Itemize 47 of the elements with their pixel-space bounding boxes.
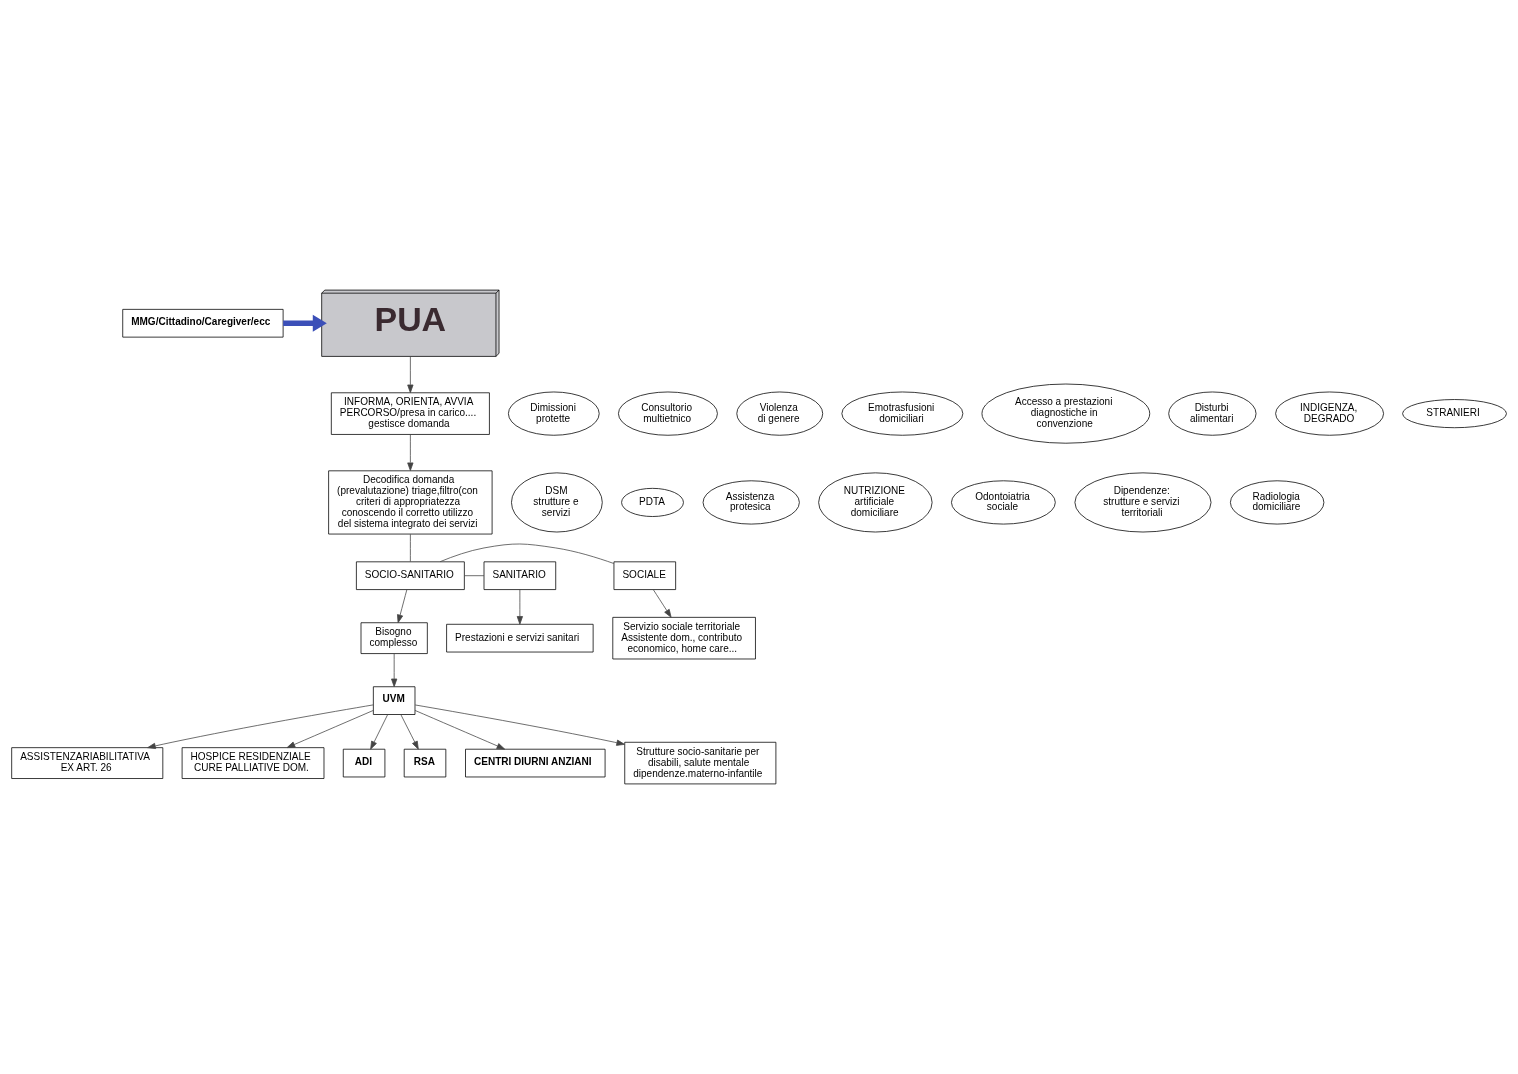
- node-box: Servizio sociale territoriale Assistente dom., contributo economico, home care...: [612, 616, 756, 660]
- node-ellipse: STRANIERI: [1402, 399, 1507, 429]
- arrow: [397, 589, 408, 624]
- node-ellipse: DSM strutture e servizi: [511, 472, 603, 533]
- node-box: SANITARIO: [483, 561, 557, 590]
- arrow: [652, 589, 672, 618]
- arrow: [147, 704, 374, 749]
- arrow: [391, 653, 398, 688]
- node-ellipse: Violenza di genere: [736, 391, 824, 436]
- node-box: Strutture socio-sanitarie per disabili, salute mentale dipendenze.materno-infantile: [624, 741, 777, 785]
- arrow: [516, 589, 523, 625]
- arrow: [286, 710, 374, 748]
- node-box: INFORMA, ORIENTA, AVVIA PERCORSO/presa in carico.... gestisce domanda: [330, 392, 490, 435]
- node-ellipse: Dimissioni protette: [508, 391, 600, 436]
- node-ellipse: Odontoiatria sociale: [951, 480, 1056, 525]
- arrow: [407, 356, 414, 394]
- node-box: Decodifica domanda (prevalutazione) triage,filtro(con criteri di appropriatezza conoscendo il corretto utilizzo del sistema integrato dei servizi: [328, 470, 493, 535]
- arrow: [400, 714, 419, 750]
- node-box: Prestazioni e servizi sanitari: [446, 623, 594, 653]
- connector: [439, 543, 615, 564]
- arrow: [370, 714, 389, 750]
- node-ellipse: Assistenza protesica: [702, 480, 800, 525]
- node-box: CENTRI DIURNI ANZIANI: [465, 748, 606, 778]
- node-ellipse: NUTRIZIONE artificiale domiciliare: [818, 472, 933, 533]
- connector: [464, 575, 485, 577]
- node-box: MMG/Cittadino/Caregiver/ecc: [122, 308, 284, 338]
- node-ellipse: Dipendenze: strutture e servizi territoriali: [1074, 472, 1212, 533]
- node-box: SOCIO-SANITARIO: [356, 561, 465, 590]
- node-box: ADI: [342, 748, 386, 778]
- node-box: HOSPICE RESIDENZIALE CURE PALLIATIVE DOM.: [181, 747, 325, 779]
- arrow: [414, 704, 625, 746]
- node-box: SOCIALE: [613, 561, 677, 590]
- node-ellipse: INDIGENZA, DEGRADO: [1275, 391, 1384, 436]
- node-ellipse: Emotrasfusioni domiciliari: [841, 391, 964, 436]
- node-ellipse: Radiologia domiciliare: [1230, 480, 1325, 525]
- node-ellipse: Accesso a prestazioni diagnostiche in convenzione: [981, 383, 1151, 444]
- node-ellipse: Consultorio multietnico: [618, 391, 718, 436]
- node-box: UVM: [372, 686, 416, 715]
- node-ellipse: Disturbi alimentari: [1168, 391, 1257, 436]
- node-box: RSA: [403, 748, 447, 778]
- arrow: [414, 710, 506, 750]
- arrow: [407, 434, 414, 471]
- node-box: ASSISTENZARIABILITATIVA EX ART. 26: [11, 747, 164, 779]
- node-ellipse: PDTA: [621, 487, 684, 517]
- connector: [409, 533, 411, 562]
- arrow: [283, 314, 327, 332]
- node-box: Bisogno complesso: [360, 622, 428, 654]
